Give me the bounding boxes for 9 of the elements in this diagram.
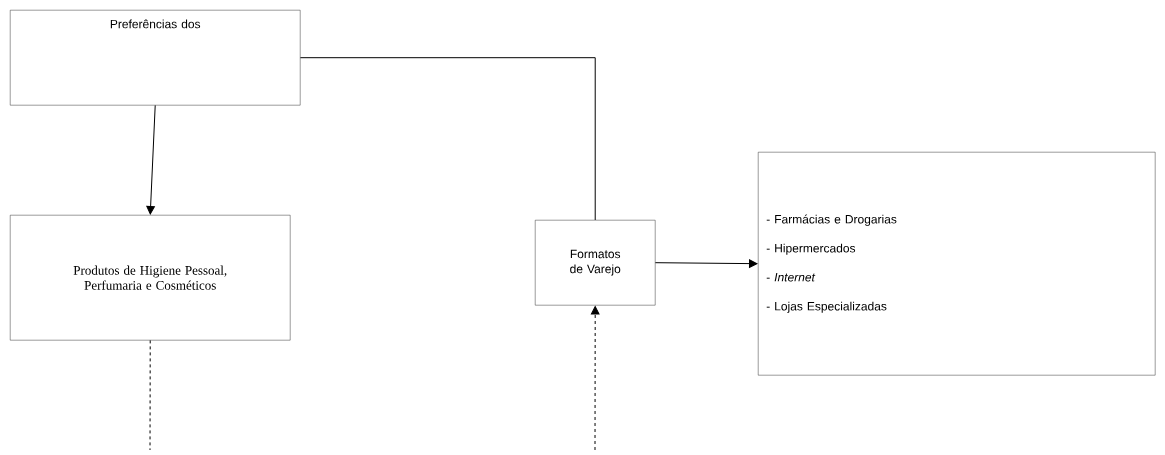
arrow [590,306,600,451]
list-box: - Farmácias e Drogarias - Hipermercados - Internet - Lojas Especializadas [758,152,1156,376]
connector-line [299,57,596,221]
process-box: Formatos de Varejo [535,220,656,306]
title-box: Preferências dos [10,10,301,106]
arrow [146,104,156,215]
process-box: Produtos de Higiene Pessoal, Perfumaria e Cosméticos [10,215,291,341]
connector-line [149,339,151,451]
arrow [654,259,758,268]
